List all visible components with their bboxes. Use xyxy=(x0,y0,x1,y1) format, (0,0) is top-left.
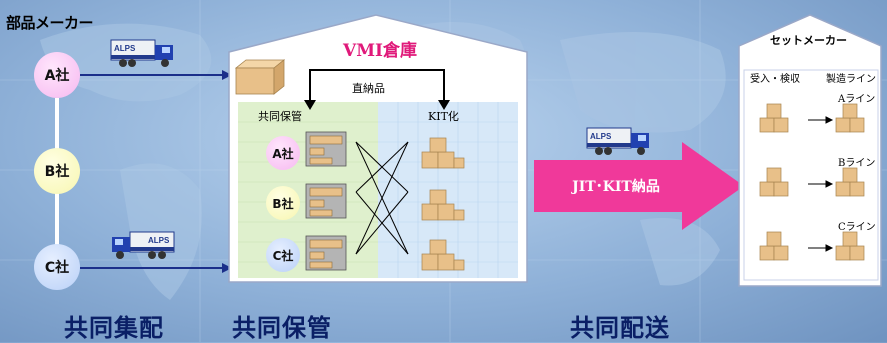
line-c-label: Cライン xyxy=(838,222,876,233)
vmi-company-c: C社 xyxy=(266,238,300,272)
jit-label: JIT･KIT納品 xyxy=(572,179,660,195)
receiving-label: 受入・検収 xyxy=(750,74,800,85)
kit-boxes-icon xyxy=(759,103,789,133)
joint-storage-inner-label: 共同保管 xyxy=(258,110,302,123)
line-a-label: Aライン xyxy=(838,94,876,105)
company-b: B社 xyxy=(34,148,80,194)
shelf-icon xyxy=(305,183,347,219)
shelf-icon xyxy=(305,235,347,271)
truck-label: ALPS xyxy=(590,132,612,141)
parts-maker-title: 部品メーカー xyxy=(6,14,94,32)
kit-boxes-icon xyxy=(759,167,789,197)
kit-boxes-icon xyxy=(759,231,789,261)
truck-icon: ALPS xyxy=(112,231,175,259)
jit-arrow xyxy=(534,142,744,230)
kit-boxes-icon xyxy=(835,167,865,197)
set-maker-building xyxy=(738,14,882,287)
vmi-warehouse xyxy=(228,14,528,283)
kit-boxes-icon xyxy=(421,239,465,271)
kit-boxes-icon xyxy=(421,189,465,221)
box-icon xyxy=(234,59,286,95)
direct-delivery-label: 直納品 xyxy=(352,82,385,95)
company-a: A社 xyxy=(34,52,80,98)
shelf-icon xyxy=(305,131,347,167)
truck-label: ALPS xyxy=(114,44,136,53)
truck-icon: ALPS xyxy=(110,39,173,67)
joint-delivery-label: 共同配送 xyxy=(570,314,670,342)
truck-icon: ALPS xyxy=(586,127,649,155)
vmi-title: VMI倉庫 xyxy=(343,41,417,61)
production-label: 製造ライン xyxy=(826,74,876,85)
joint-collection-label: 共同集配 xyxy=(64,314,164,342)
set-maker-title: セットメーカー xyxy=(770,34,847,47)
kit-boxes-icon xyxy=(835,231,865,261)
vmi-company-a: A社 xyxy=(266,136,300,170)
vmi-company-b: B社 xyxy=(266,186,300,220)
kit-boxes-icon xyxy=(835,103,865,133)
line-b-label: Bライン xyxy=(838,158,876,169)
truck-label: ALPS xyxy=(148,236,170,245)
joint-storage-label: 共同保管 xyxy=(232,314,332,342)
kit-label: KIT化 xyxy=(428,110,459,123)
company-c: C社 xyxy=(34,244,80,290)
kit-boxes-icon xyxy=(421,137,465,169)
